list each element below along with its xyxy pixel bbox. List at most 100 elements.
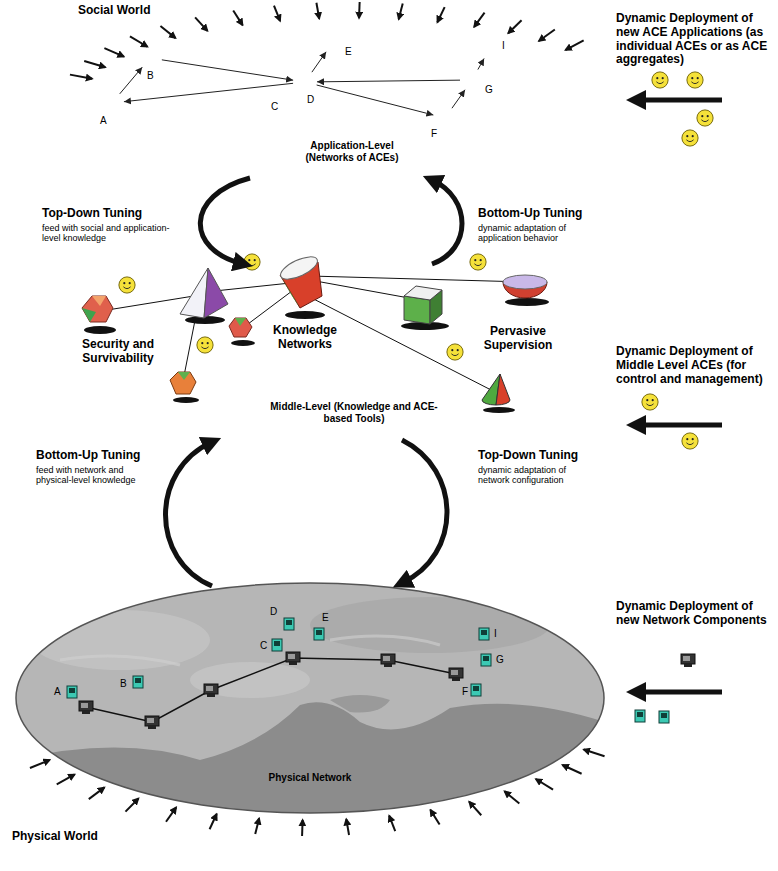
ace-link — [312, 52, 326, 72]
deployment-note: Dynamic Deployment of Middle Level ACEs … — [616, 345, 774, 386]
node-text: Pervasive Supervision — [480, 325, 556, 353]
deployment-note: Dynamic Deployment of new Network Compon… — [616, 600, 774, 628]
map-letter: B — [120, 678, 127, 690]
world-arrow — [130, 36, 147, 46]
network-ellipse: Physical Network — [15, 582, 605, 814]
node-text: Knowledge Networks — [265, 324, 345, 352]
world-arrow — [125, 798, 138, 811]
world-arrow — [30, 760, 50, 768]
tool-circle: Security and Survivability — [61, 243, 225, 407]
ace-smiley-outline — [322, 31, 344, 53]
map-letter: A — [54, 686, 61, 698]
map-letter: F — [462, 686, 468, 698]
tuning-arrows — [166, 178, 463, 586]
node-text: Middle-Level (Knowledge and ACE-based To… — [264, 401, 444, 424]
tuning-title: Top-Down Tuning — [42, 207, 172, 221]
node-text: G — [485, 84, 493, 96]
node-text: Physical Network — [250, 772, 370, 784]
router-icons — [79, 652, 463, 729]
world-arrow — [301, 820, 304, 836]
level-ellipse: Middle-Level (Knowledge and ACE-based To… — [49, 257, 659, 433]
world-arrow — [584, 750, 605, 757]
tuning-note: feed with social and application-level k… — [42, 223, 172, 244]
node-text: C — [271, 101, 278, 113]
world-arrow — [195, 17, 207, 30]
ace-smiley: F — [434, 107, 456, 129]
world-arrow — [274, 6, 280, 21]
terminal-icons — [67, 618, 491, 698]
world-arrow — [160, 26, 175, 38]
ace-smiley-outline — [139, 47, 161, 69]
ace-link — [317, 85, 434, 115]
world-arrow — [430, 810, 439, 825]
deployment-note: Dynamic Deployment of new ACE Applicatio… — [616, 12, 774, 67]
ace-link — [124, 83, 293, 101]
tuning-note: dynamic adaptation of network configurat… — [478, 465, 588, 486]
ace-smiley: D — [294, 71, 316, 93]
map-letter: C — [260, 640, 267, 652]
world-arrow — [389, 816, 395, 831]
tuning-note: dynamic adaptation of application behavi… — [478, 223, 588, 244]
level-ellipse: Application-Level (Networks of ACEs) A B C D… — [90, 24, 614, 176]
ace-smiley: G — [461, 69, 483, 91]
ace-link — [162, 60, 293, 80]
tool-shapes — [82, 252, 549, 413]
tool-circle-outline — [386, 226, 570, 410]
world-arrow — [166, 807, 176, 821]
ace-smiley-outline — [101, 92, 123, 114]
world-arrow — [358, 2, 361, 18]
node-text: Security and Survivability — [78, 338, 158, 366]
tuning-title: Bottom-Up Tuning — [36, 449, 166, 463]
ace-link — [120, 67, 143, 94]
tool-circle-outline — [61, 243, 225, 407]
ace-link — [452, 90, 465, 108]
world-arrows — [30, 2, 605, 836]
tuning-title: Top-Down Tuning — [478, 449, 608, 463]
world-arrow — [474, 13, 484, 27]
map-letter: I — [494, 628, 497, 640]
tuning-title: Bottom-Up Tuning — [478, 207, 608, 221]
map-letter: G — [496, 654, 504, 666]
world-arrow — [233, 10, 242, 25]
world-arrow — [437, 7, 444, 22]
tool-circle-outline — [215, 228, 395, 408]
world-arrow — [316, 3, 319, 19]
tool-circle: Knowledge Networks — [215, 228, 395, 408]
world-arrow — [210, 814, 217, 829]
world-label: Social World — [78, 4, 178, 18]
network-link — [86, 658, 456, 722]
map-letter: E — [322, 612, 329, 624]
node-text: B — [147, 70, 154, 82]
tool-circle: Pervasive Supervision — [386, 226, 570, 410]
world-arrow — [565, 40, 583, 50]
world-arrow — [89, 787, 105, 799]
node-text: A — [100, 115, 107, 127]
world-arrow — [562, 765, 581, 774]
world-arrow — [505, 791, 520, 803]
world-arrow — [255, 818, 259, 834]
world-arrow — [508, 20, 521, 33]
node-text: Application-Level (Networks of ACEs) — [296, 140, 408, 163]
world-arrow — [57, 774, 75, 784]
world-arrow — [84, 61, 105, 67]
ace-smiley-outline — [434, 107, 456, 129]
ace-smiley-outline — [479, 37, 501, 59]
ace-link — [317, 80, 460, 82]
world-arrow — [70, 75, 92, 79]
ace-smiley-outline — [461, 69, 483, 91]
ace-smiley-outline — [294, 71, 316, 93]
node-text: E — [345, 46, 352, 58]
world-arrow — [539, 30, 555, 42]
ace-smiley: E — [322, 31, 344, 53]
node-text: F — [431, 128, 437, 140]
world-arrow — [536, 779, 553, 790]
world-arrow — [346, 819, 349, 835]
ace-smiley: C — [247, 97, 269, 119]
ace-smiley-outline — [247, 97, 269, 119]
ace-link — [478, 58, 484, 69]
world-arrow — [104, 48, 124, 56]
ace-smiley: B — [139, 47, 161, 69]
world-label: Physical World — [12, 830, 132, 844]
node-text: D — [307, 94, 314, 106]
tuning-note: feed with network and physical-level kno… — [36, 465, 156, 486]
